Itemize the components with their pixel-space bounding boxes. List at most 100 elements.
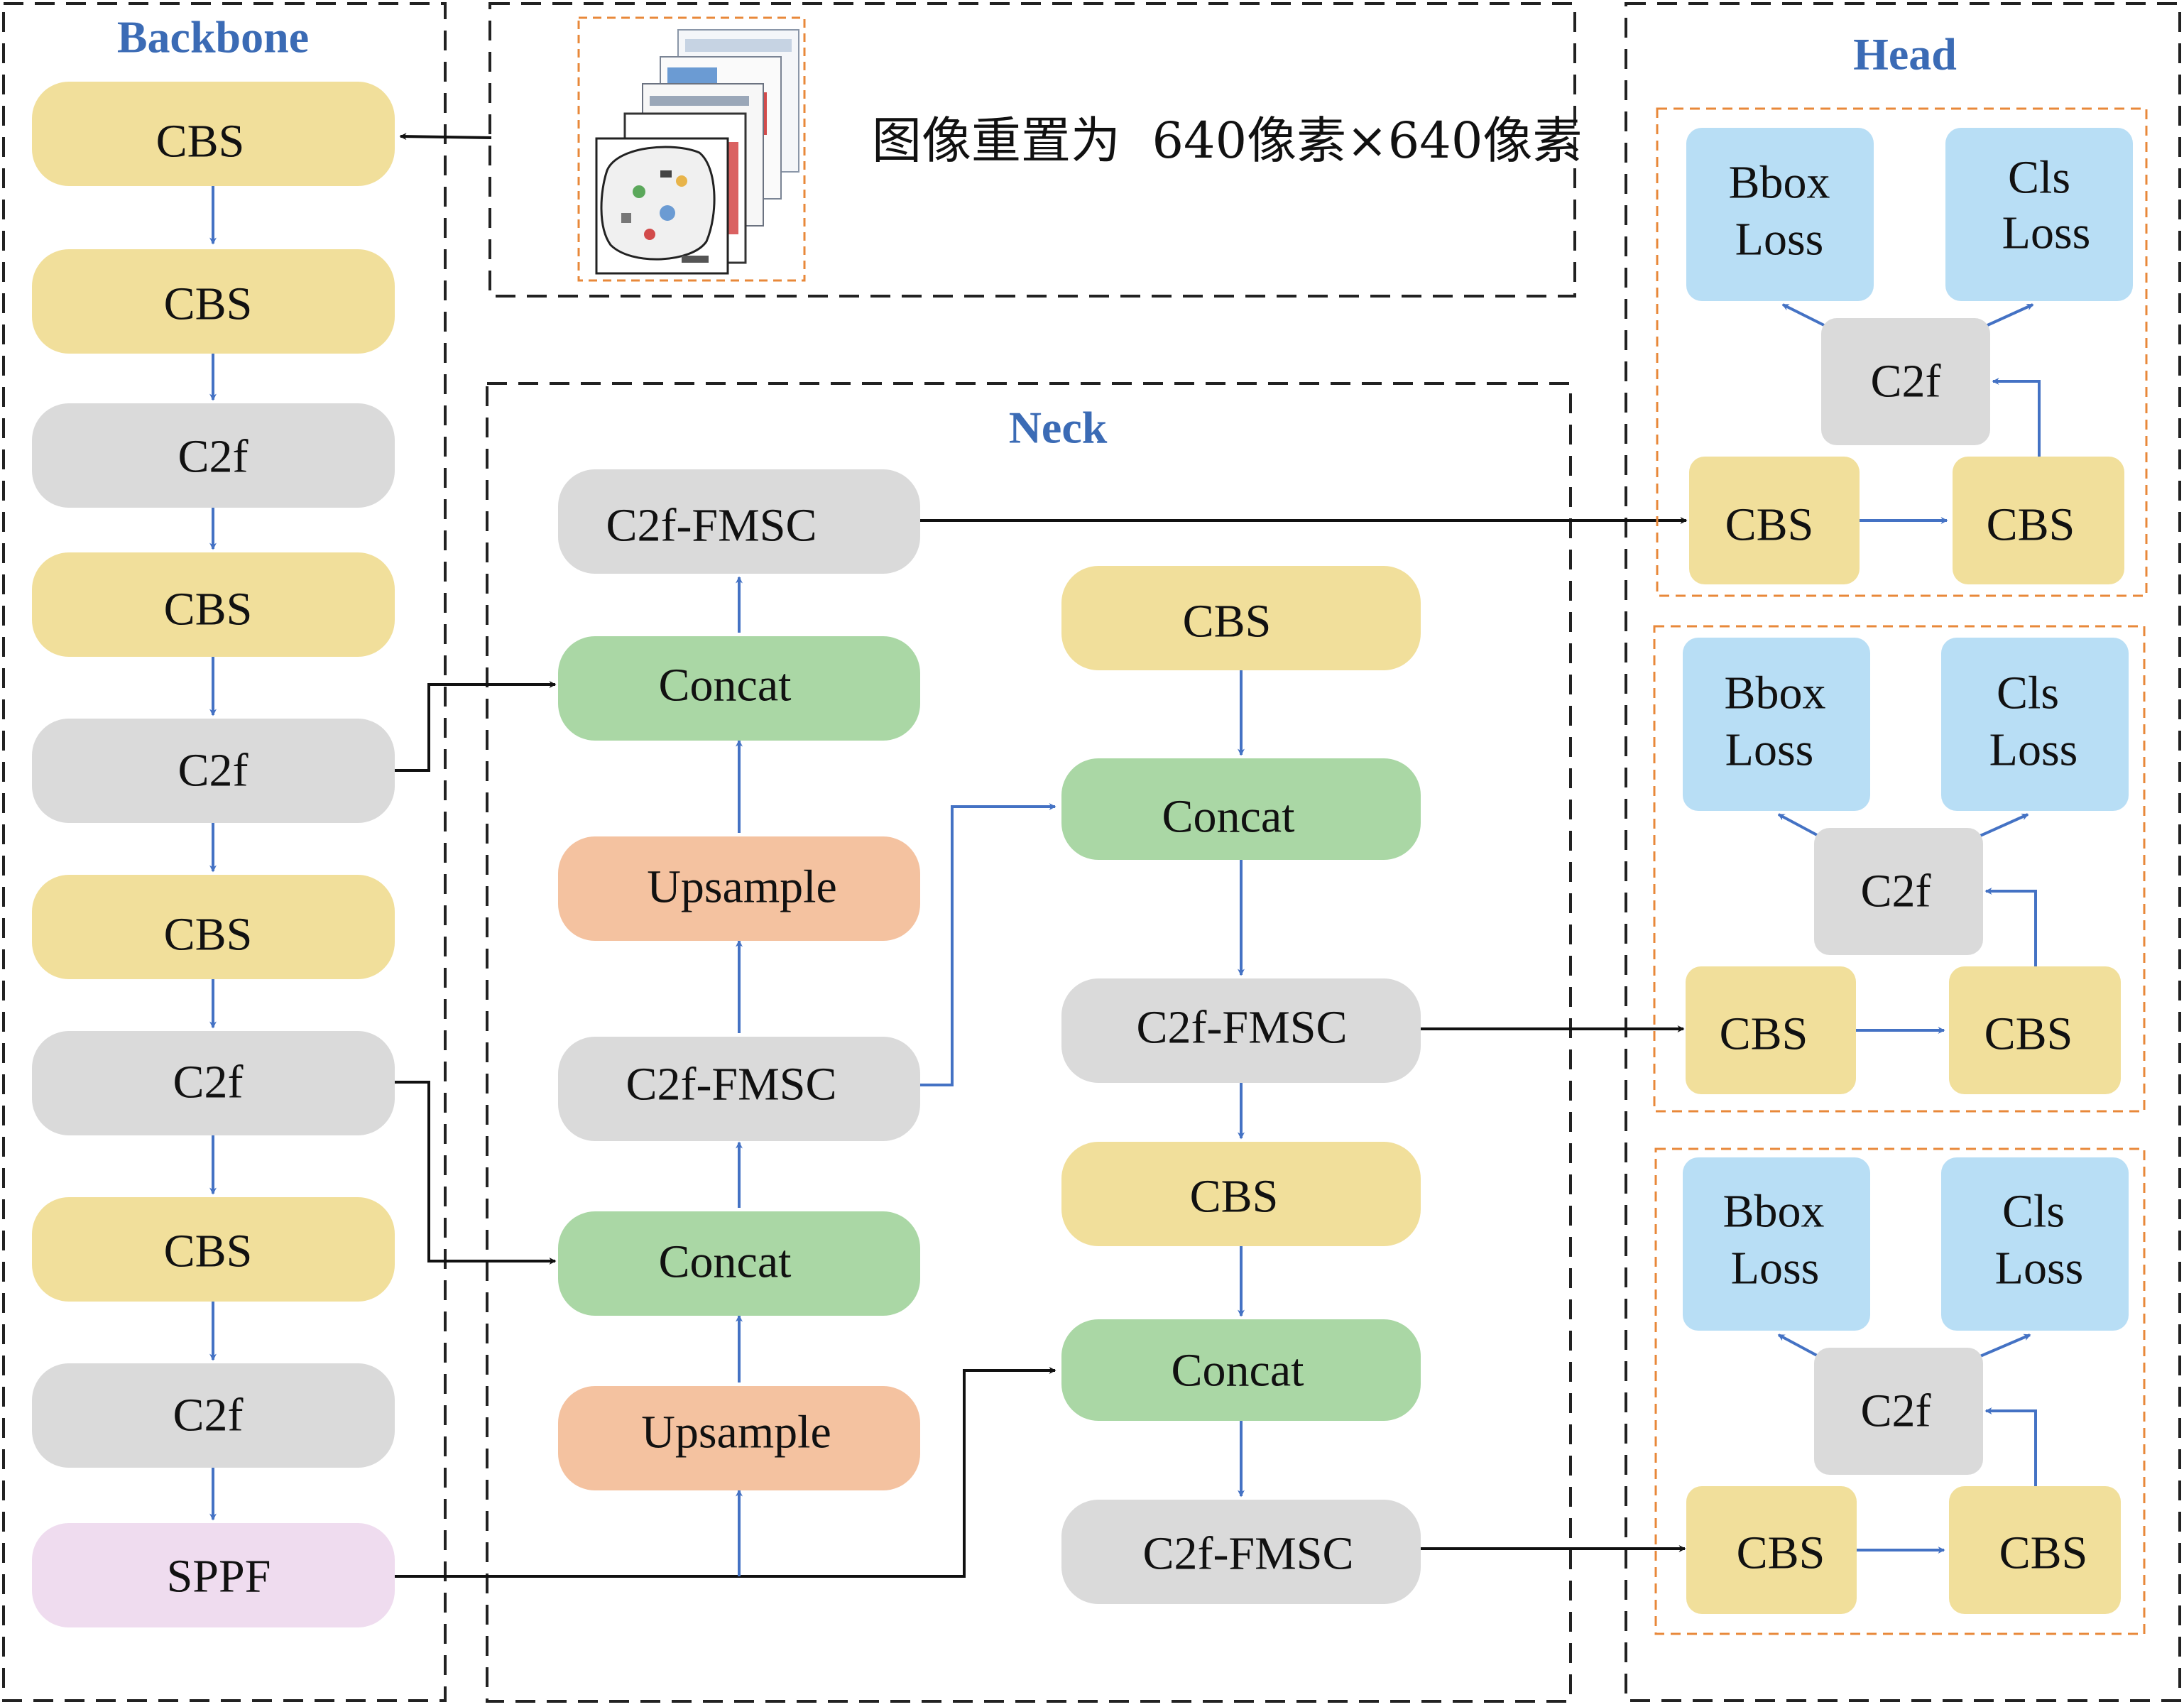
- head1-c2f-to-cls-arrow: [1985, 303, 2034, 327]
- neck-right-cbs-bottom: CBS: [1061, 1142, 1421, 1246]
- backbone-title: Backbone: [117, 12, 309, 62]
- svg-text:CBS: CBS: [1183, 596, 1272, 648]
- svg-text:CBS: CBS: [1725, 499, 1814, 551]
- head-cbs-left: CBS: [1686, 966, 1856, 1094]
- svg-text:CBS: CBS: [1984, 1008, 2073, 1060]
- backbone-node: SPPF: [32, 1523, 395, 1627]
- neck-upsample-top: Upsample: [558, 836, 920, 941]
- map-front-spot-5: [660, 170, 672, 178]
- input-image-stack: [577, 16, 806, 282]
- cls-loss-box: Cls Loss: [1945, 128, 2133, 301]
- cls-loss-box: Cls Loss: [1941, 1157, 2129, 1331]
- map-sheet-2-band: [667, 67, 717, 83]
- svg-text:Upsample: Upsample: [641, 1407, 831, 1458]
- neck-c2f-fmsc-mid: C2f-FMSC: [558, 1037, 920, 1141]
- svg-text:Bbox: Bbox: [1728, 157, 1830, 209]
- svg-text:C2f-FMSC: C2f-FMSC: [626, 1059, 836, 1111]
- head-block-1: Bbox Loss Cls Loss C2f CBS CBS: [1656, 107, 2148, 597]
- head-cbs-left: CBS: [1686, 1486, 1857, 1614]
- svg-text:Concat: Concat: [1172, 1345, 1304, 1397]
- svg-text:CBS: CBS: [164, 909, 253, 961]
- backbone-node: CBS: [32, 1197, 395, 1302]
- svg-text:C2f: C2f: [173, 1390, 244, 1441]
- svg-text:Concat: Concat: [1162, 791, 1295, 843]
- head-cbs-right: CBS: [1953, 457, 2124, 584]
- sppf-to-neck-line: [395, 1367, 1056, 1578]
- neck-right-c2f-fmsc-mid: C2f-FMSC: [1061, 978, 1421, 1083]
- backbone-node: C2f: [32, 1363, 395, 1468]
- neck-concat-bottom: Concat: [558, 1211, 920, 1316]
- svg-text:Concat: Concat: [659, 660, 792, 711]
- svg-text:C2f: C2f: [1871, 356, 1941, 408]
- svg-text:Upsample: Upsample: [647, 861, 837, 913]
- map-front-spot-3: [676, 175, 687, 187]
- backbone-node: CBS: [32, 249, 395, 354]
- bbox-loss-box: Bbox Loss: [1683, 638, 1870, 811]
- head-block-border: [1653, 625, 2146, 1113]
- backbone-node: CBS: [32, 552, 395, 657]
- svg-text:C2f: C2f: [1861, 866, 1931, 917]
- svg-text:Loss: Loss: [1731, 1243, 1820, 1294]
- backbone-node: C2f: [32, 719, 395, 823]
- bbox-loss-box: Bbox Loss: [1683, 1157, 1870, 1331]
- neck-right-concat-bottom: Concat: [1061, 1319, 1421, 1421]
- map-front-spot-2: [660, 205, 675, 221]
- head1-c2f-to-bbox-arrow: [1781, 303, 1826, 327]
- svg-text:Loss: Loss: [1995, 1243, 2084, 1294]
- svg-text:CBS: CBS: [164, 278, 253, 330]
- head2-c2f-to-cls-arrow: [1980, 813, 2029, 837]
- svg-text:Loss: Loss: [1989, 724, 2078, 776]
- input-frame: [488, 2, 1576, 298]
- head-c2f-box: C2f: [1821, 318, 1990, 445]
- backbone-frame: [2, 2, 447, 1702]
- svg-text:CBS: CBS: [1987, 499, 2075, 551]
- svg-text:Loss: Loss: [1735, 214, 1824, 266]
- svg-text:CBS: CBS: [1190, 1171, 1279, 1223]
- c2f-to-concat-top-arrow: [395, 681, 557, 772]
- backbone-node: CBS: [32, 82, 395, 186]
- c2f-to-concat-bottom-arrow: [395, 1081, 557, 1265]
- head-block-border: [1654, 1147, 2146, 1635]
- head-block-2: Bbox Loss Cls Loss C2f CBS CBS: [1653, 625, 2146, 1113]
- svg-text:C2f-FMSC: C2f-FMSC: [1142, 1528, 1353, 1580]
- input-to-backbone-arrow: [399, 133, 492, 141]
- map-sheet-3-band: [650, 96, 749, 106]
- svg-text:Bbox: Bbox: [1722, 1186, 1824, 1238]
- svg-text:CBS: CBS: [1720, 1008, 1808, 1060]
- neck-left-column: C2f-FMSC Concat Upsample C2f-FMSC Concat…: [558, 469, 920, 1490]
- neck-right-column: CBS Concat C2f-FMSC CBS Concat C2f-FMSC: [1061, 566, 1421, 1604]
- neck-upsample-bottom: Upsample: [558, 1386, 920, 1490]
- svg-text:CBS: CBS: [1737, 1527, 1825, 1579]
- svg-text:Cls: Cls: [1997, 667, 2059, 719]
- bbox-loss-box: Bbox Loss: [1686, 128, 1874, 301]
- svg-text:Bbox: Bbox: [1724, 667, 1825, 719]
- svg-text:CBS: CBS: [1999, 1527, 2088, 1579]
- neck-c2f-fmsc-top: C2f-FMSC: [558, 469, 920, 574]
- svg-text:C2f: C2f: [178, 745, 249, 797]
- backbone-node: C2f: [32, 1031, 395, 1135]
- head-cbs-right: CBS: [1949, 1486, 2121, 1614]
- neck-concat-top: Concat: [558, 636, 920, 741]
- backbone-node: CBS: [32, 875, 395, 979]
- svg-text:Loss: Loss: [2002, 207, 2091, 259]
- svg-text:C2f-FMSC: C2f-FMSC: [1136, 1002, 1347, 1054]
- neck-right-cbs-top: CBS: [1061, 566, 1421, 670]
- head-cbs-left: CBS: [1689, 457, 1860, 584]
- map-front-spot-1: [633, 185, 645, 198]
- neck-right-concat-top: Concat: [1061, 758, 1421, 860]
- head2-c2f-to-bbox-arrow: [1777, 813, 1819, 837]
- map-sheet-back-band: [685, 39, 792, 52]
- cls-loss-box: Cls Loss: [1941, 638, 2129, 811]
- backbone-node: C2f: [32, 403, 395, 508]
- svg-text:CBS: CBS: [164, 1226, 253, 1277]
- input-caption: 图像重置为 640像素×640像素: [872, 111, 1582, 170]
- c2f-fmsc-to-right-concat-arrow: [920, 803, 1056, 1086]
- neck-title: Neck: [1009, 403, 1108, 453]
- svg-text:Loss: Loss: [1725, 724, 1814, 776]
- input-image-border: [577, 16, 806, 282]
- svg-text:C2f-FMSC: C2f-FMSC: [606, 500, 817, 552]
- neck-right-c2f-fmsc-bottom: C2f-FMSC: [1061, 1500, 1421, 1604]
- head-block-3: Bbox Loss Cls Loss C2f CBS CBS: [1654, 1147, 2146, 1635]
- head-cbs-right: CBS: [1949, 966, 2121, 1094]
